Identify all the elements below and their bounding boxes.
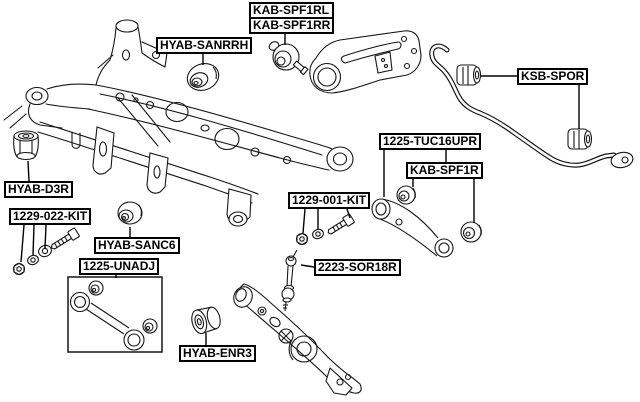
part-label-hyab-sanrrh[interactable]: HYAB-SANRRH <box>156 37 253 54</box>
part-label-1225-tuc16upr[interactable]: 1225-TUC16UPR <box>379 133 482 150</box>
arm-bushing-enr3-drawing <box>191 306 221 335</box>
part-label-group-kab-spf1r-lr: KAB-SPF1RL KAB-SPF1RR <box>249 2 335 34</box>
camber-bushing-rear-drawing <box>460 221 482 243</box>
subframe-bushing-d3r-drawing <box>13 130 39 161</box>
part-label-hyab-d3r[interactable]: HYAB-D3R <box>4 181 73 198</box>
part-label-1229-022-kit[interactable]: 1229-022-KIT <box>9 208 92 225</box>
bolt-kit-001-drawing <box>295 213 355 246</box>
trailing-arm-drawing <box>309 30 422 94</box>
arm-bushing-sanc6-drawing <box>117 201 143 225</box>
bolt-kit-022-drawing <box>12 227 80 276</box>
part-label-1225-unadj[interactable]: 1225-UNADJ <box>79 258 160 275</box>
arm-bushing-sanrrh-drawing <box>186 63 220 91</box>
part-label-ksb-spor[interactable]: KSB-SPOR <box>517 68 589 85</box>
arm-bushing-spf1rl-drawing <box>268 41 309 76</box>
part-label-hyab-sanc6[interactable]: HYAB-SANC6 <box>94 237 180 254</box>
part-label-hyab-enr3[interactable]: HYAB-ENR3 <box>179 345 256 362</box>
subframe-drawing <box>3 19 354 227</box>
part-label-kab-spf1r[interactable]: KAB-SPF1R <box>406 162 483 179</box>
leader-lines <box>20 30 580 345</box>
stabilizer-bushing-front-drawing <box>456 64 482 86</box>
lateral-rod-kit-drawing <box>67 276 163 353</box>
lower-arm-drawing <box>233 283 362 396</box>
part-label-2223-sor18r[interactable]: 2223-SOR18R <box>314 259 401 276</box>
part-label-kab-spf1rr[interactable]: KAB-SPF1RR <box>249 17 335 34</box>
stabilizer-bushing-rear-drawing <box>567 128 593 150</box>
stabilizer-link-drawing <box>281 249 298 312</box>
stabilizer-bar-drawing <box>429 43 634 169</box>
camber-arm-drawing <box>371 198 454 258</box>
part-label-1229-001-kit[interactable]: 1229-001-KIT <box>288 192 371 209</box>
camber-bushing-front-drawing <box>396 185 416 205</box>
